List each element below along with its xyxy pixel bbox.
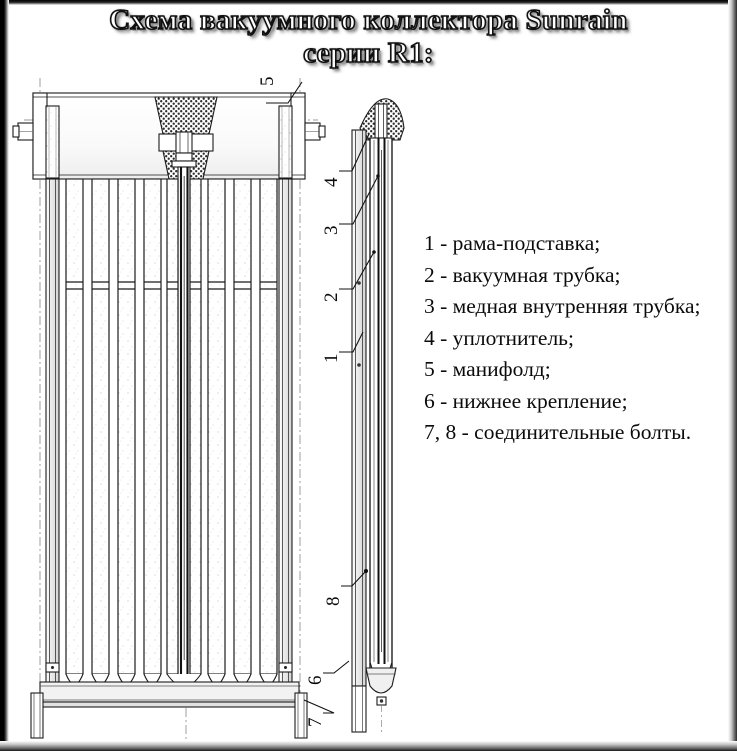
page-border-right (728, 0, 737, 751)
vacuum-tube (189, 178, 202, 675)
legend-item: 7, 8 - соединительные болты. (424, 420, 692, 444)
manifold-left-port (12, 122, 34, 141)
legend-item: 3 - медная внутренняя трубка; (424, 294, 701, 318)
callout-1: 1 (321, 354, 342, 364)
callout-numbers: 5 4 3 2 1 8 6 7 (257, 77, 344, 728)
leader-line-6 (323, 660, 350, 674)
center-copper-tube (177, 166, 191, 684)
tube-seal-gasket (359, 98, 405, 141)
legend-item: 2 - вакуумная трубка; (424, 262, 621, 287)
callout-8: 8 (323, 597, 344, 607)
callout-4: 4 (321, 177, 342, 187)
manifold-right-port (304, 122, 326, 141)
leader-line-1 (339, 331, 364, 353)
vacuum-tube (143, 178, 162, 700)
side-bottom-bracket (365, 667, 397, 735)
callout-5: 5 (257, 77, 278, 87)
vacuum-tube (65, 178, 84, 700)
leader-line-5 (266, 81, 303, 104)
frame-rail-left (45, 178, 60, 705)
legend-item: 1 - рама-подставка; (424, 231, 601, 255)
vacuum-tube (91, 178, 110, 700)
legend-item: 5 - манифолд; (424, 357, 551, 381)
page-border-bottom (0, 741, 737, 751)
leader-line-3 (339, 175, 379, 225)
leader-dot-8 (363, 568, 369, 574)
callout-2: 2 (321, 293, 342, 303)
manifold-left-riser (45, 105, 60, 179)
front-elevation-collector (12, 78, 326, 742)
manifold-center-section (154, 96, 218, 180)
page-border-left (0, 0, 9, 751)
page-border-top (0, 0, 737, 5)
manifold-right-riser (278, 105, 293, 179)
vacuum-tube (233, 178, 252, 700)
vacuum-tube-array (65, 178, 278, 705)
leader-dot-2 (372, 250, 376, 254)
vacuum-tube (166, 178, 179, 675)
vacuum-tube (207, 178, 226, 700)
leader-line-2 (339, 251, 375, 290)
leader-line-7 (303, 699, 335, 714)
bottom-leg-bolt-7 (294, 692, 308, 739)
bottom-leg-bolt-left (30, 692, 44, 739)
legend-item: 4 - уплотнитель; (424, 325, 574, 350)
leader-line-4 (339, 133, 370, 172)
leader-dot-3 (376, 174, 380, 178)
callout-leader-lines (266, 81, 380, 714)
bottom-mounting-rail (39, 681, 300, 708)
legend-item: 6 - нижнее крепление; (424, 388, 628, 413)
side-copper-inner-tube (377, 138, 386, 664)
legend-list: 1 - рама-подставка; 2 - вакуумная трубка… (424, 228, 716, 449)
side-section-single-tube (351, 98, 405, 735)
side-leg (351, 685, 367, 733)
vacuum-tube (117, 178, 136, 700)
callout-6: 6 (305, 676, 326, 686)
callout-3: 3 (321, 226, 342, 236)
callout-7: 7 (305, 718, 326, 728)
vacuum-tube (259, 178, 278, 700)
leader-line-8 (341, 570, 367, 587)
frame-rail-right (278, 178, 293, 705)
